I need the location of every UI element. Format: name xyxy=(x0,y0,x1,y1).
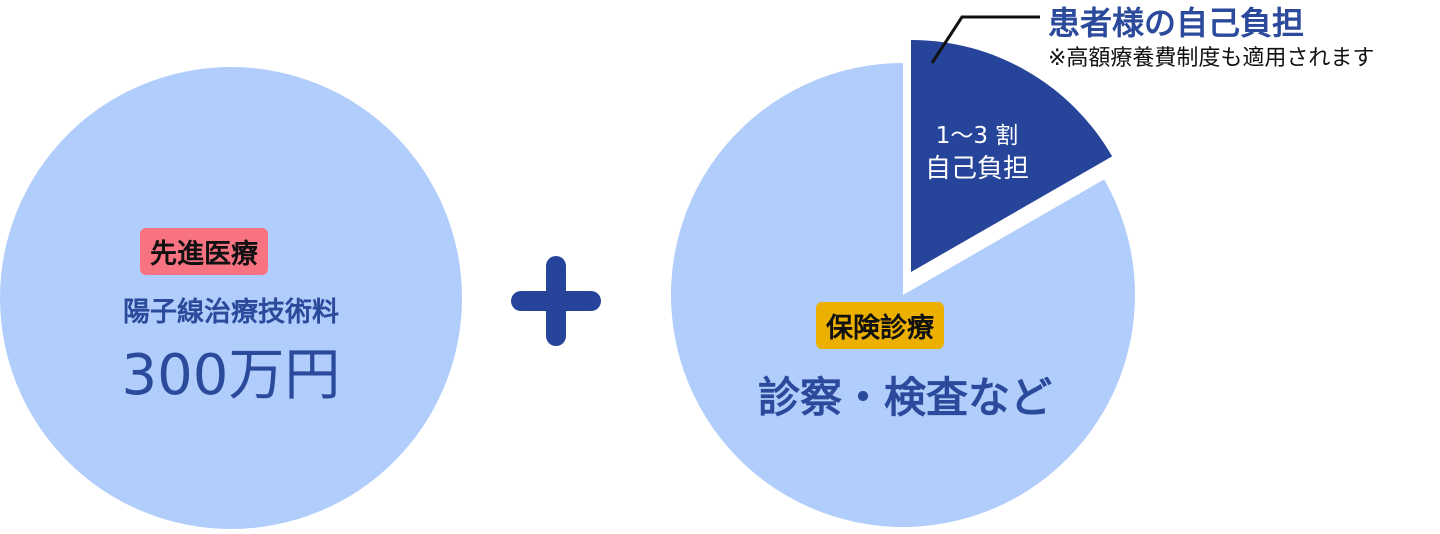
callout-title: 患者様の自己負担 xyxy=(1048,4,1305,42)
callout-note: ※高額療養費制度も適用されます xyxy=(1048,46,1375,71)
plus-icon xyxy=(511,256,601,346)
proton-therapy-fee-label: 陽子線治療技術料 xyxy=(123,297,339,328)
slice-label-self-pay: 自己負担 xyxy=(924,154,1029,184)
insurance-pie-main-slice xyxy=(671,63,1135,528)
callout-leader-line xyxy=(930,15,1040,64)
slice-label-ratio: 1～3 割 xyxy=(935,123,1019,149)
advanced-medical-circle xyxy=(0,67,462,529)
insurance-medical-items: 診察・検査など xyxy=(757,373,1052,422)
self-pay-pie-slice xyxy=(911,40,1113,272)
proton-therapy-fee-amount: 300万円 xyxy=(121,343,341,408)
insurance-medical-tag: 保険診療 xyxy=(816,302,944,349)
advanced-medical-tag: 先進医療 xyxy=(140,228,268,275)
